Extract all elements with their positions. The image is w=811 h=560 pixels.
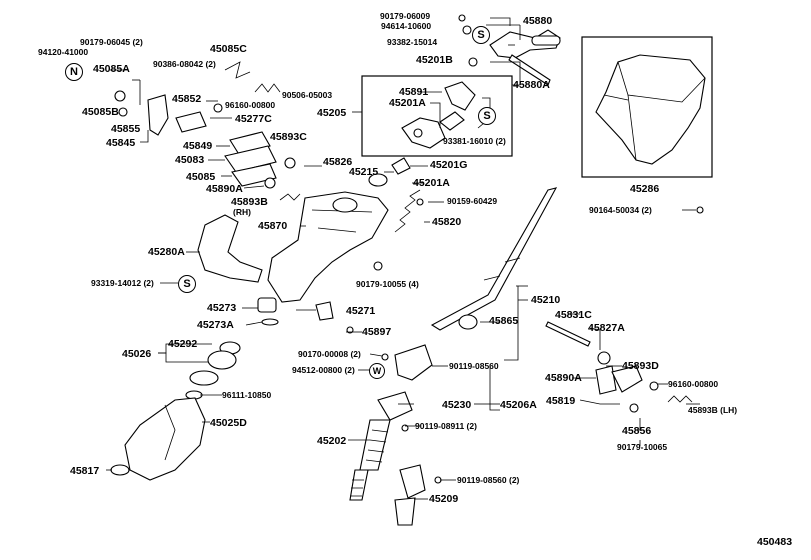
label-90119-08911: 90119-08911 (2) — [415, 421, 477, 431]
bushings — [257, 206, 704, 334]
label-45856: 45856 — [622, 425, 652, 437]
label-45292: 45292 — [168, 338, 198, 350]
label-90170-00008: 90170-00008 (2) — [298, 349, 361, 359]
spring-45820 — [394, 189, 424, 233]
label-45083: 45083 — [175, 154, 205, 166]
label-45026: 45026 — [122, 348, 152, 360]
symbol-w-icon: W — [369, 363, 385, 379]
label-45230: 45230 — [442, 399, 472, 411]
label-45201A-a: 45201A — [389, 97, 426, 109]
label-45893B-lh: 45893B (LH) — [688, 405, 738, 415]
bracket-45845 — [114, 61, 281, 136]
label-45897: 45897 — [362, 326, 392, 338]
label-45893C: 45893C — [270, 131, 307, 143]
label-94614-10600: 94614-10600 — [381, 21, 432, 31]
label-45827A: 45827A — [588, 322, 625, 334]
label-45820: 45820 — [432, 216, 462, 228]
bracket-45280A — [197, 214, 263, 283]
symbol-s-icon: S — [472, 26, 490, 44]
label-45205: 45205 — [317, 107, 347, 119]
label-45201G: 45201G — [430, 159, 468, 171]
label-45280A: 45280A — [148, 246, 185, 258]
label-90159-60429: 90159-60429 — [447, 196, 498, 206]
label-45880: 45880 — [523, 15, 553, 27]
label-45831C: 45831C — [555, 309, 592, 321]
label-45819: 45819 — [546, 395, 576, 407]
label-45286: 45286 — [630, 183, 660, 195]
label-45890A-a: 45890A — [206, 183, 243, 195]
label-45201B: 45201B — [416, 54, 453, 66]
diagram-id: 450483 — [757, 536, 793, 548]
cover-45286-box — [581, 36, 713, 178]
intermediate-shaft-45202 — [349, 344, 433, 501]
label-90386-08042: 90386-08042 (2) — [153, 59, 216, 69]
tilt-lever-45880 — [458, 14, 561, 86]
label-45870: 45870 — [258, 220, 288, 232]
label-94120-41000: 94120-41000 — [38, 47, 89, 57]
label-45085: 45085 — [186, 171, 216, 183]
label-96111-10850: 96111-10850 — [222, 390, 272, 400]
label-45865: 45865 — [489, 315, 519, 327]
label-96160-00800-a: 96160-00800 — [225, 100, 276, 110]
symbol-s-icon: S — [178, 275, 196, 293]
label-90179-06045: 90179-06045 (2) — [80, 37, 143, 47]
label-90179-10055: 90179-10055 (4) — [356, 279, 419, 289]
label-45209: 45209 — [429, 493, 459, 505]
label-45210: 45210 — [531, 294, 561, 306]
label-45855: 45855 — [111, 123, 141, 135]
label-93319-14012: 93319-14012 (2) — [91, 278, 154, 288]
label-45273A: 45273A — [197, 319, 234, 331]
label-90164-50034: 90164-50034 (2) — [589, 205, 652, 215]
label-rh: (RH) — [233, 207, 251, 217]
label-45273: 45273 — [207, 302, 237, 314]
joint-45209 — [394, 464, 442, 526]
symbol-s-icon: S — [478, 107, 496, 125]
label-45880A: 45880A — [513, 79, 550, 91]
label-45202: 45202 — [317, 435, 347, 447]
label-90506-05003: 90506-05003 — [282, 90, 333, 100]
label-45025D: 45025D — [210, 417, 247, 429]
tilt-lock-parts — [401, 81, 476, 149]
label-90119-08560-b: 90119-08560 (2) — [457, 475, 520, 485]
label-90179-10065: 90179-10065 — [617, 442, 668, 452]
label-45845: 45845 — [106, 137, 136, 149]
label-45271: 45271 — [346, 305, 376, 317]
lock-set-45205-box — [361, 75, 513, 157]
label-45891: 45891 — [399, 86, 429, 98]
label-45085B: 45085B — [82, 106, 119, 118]
label-96160-00800-b: 96160-00800 — [668, 379, 719, 389]
column-bracket-45870 — [267, 157, 411, 303]
label-45890A-b: 45890A — [545, 372, 582, 384]
label-45201A-b: 45201A — [413, 177, 450, 189]
label-45893D: 45893D — [622, 360, 659, 372]
label-45852: 45852 — [172, 93, 202, 105]
boot-45025D — [110, 397, 206, 481]
symbol-n-icon: N — [65, 63, 83, 81]
label-93381-16010: 93381-16010 (2) — [443, 136, 506, 146]
label-45817: 45817 — [70, 465, 100, 477]
label-94512-00800: 94512-00800 (2) — [292, 365, 355, 375]
label-45277C: 45277C — [235, 113, 272, 125]
main-shaft-45210 — [430, 187, 558, 331]
label-45085C: 45085C — [210, 43, 247, 55]
label-45849: 45849 — [183, 140, 213, 152]
label-45206A: 45206A — [500, 399, 537, 411]
tilt-bracket-stack — [224, 131, 301, 201]
label-90179-06009: 90179-06009 — [380, 11, 431, 21]
label-93382-15014: 93382-15014 — [387, 37, 438, 47]
label-90119-08560-a: 90119-08560 — [449, 361, 499, 371]
label-45215: 45215 — [349, 166, 379, 178]
column-cover-45286 — [595, 54, 706, 165]
right-lever-parts — [545, 321, 693, 413]
label-45826: 45826 — [323, 156, 353, 168]
label-45893B-rh: 45893B — [231, 196, 268, 208]
label-45085A: 45085A — [93, 63, 130, 75]
leader-lines — [106, 17, 700, 500]
